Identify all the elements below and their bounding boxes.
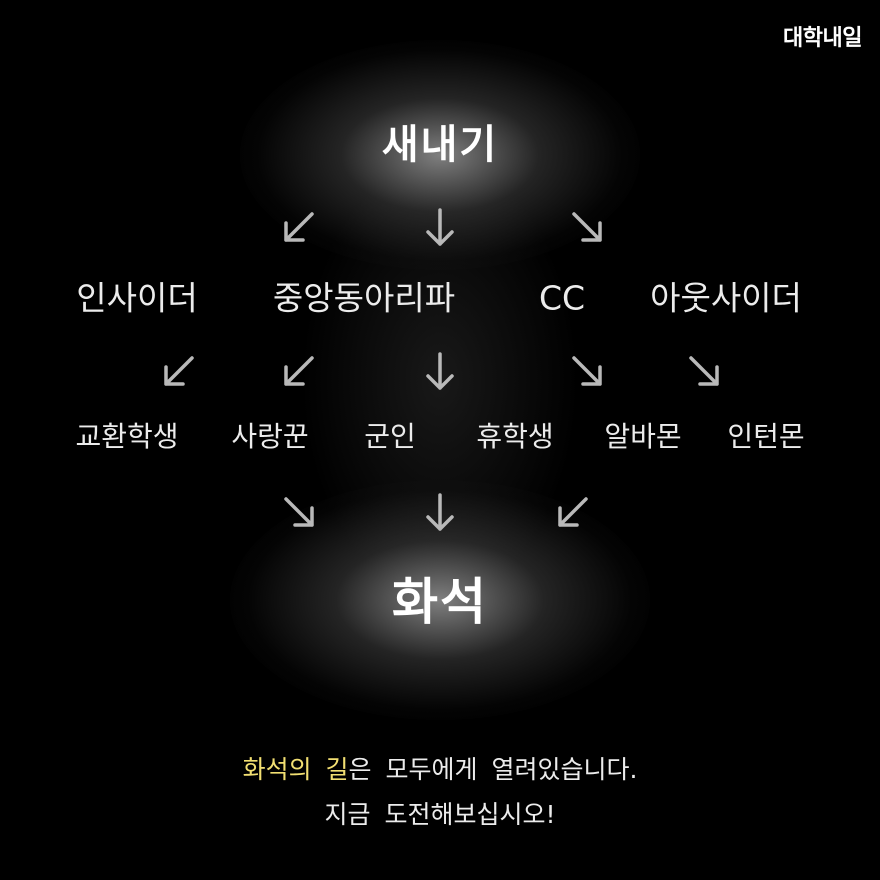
arrow-down-left-icon <box>278 208 318 248</box>
arrow-down-left-icon <box>278 352 318 392</box>
arrow-down-right-icon <box>280 493 320 533</box>
node-lover: 사랑꾼 <box>231 420 309 453</box>
arrow-down-left-icon <box>158 352 198 392</box>
arrow-down-right-icon <box>685 352 725 392</box>
arrow-down-left-icon <box>552 493 592 533</box>
node-cc: CC <box>538 278 586 318</box>
brand-logo: 대학내일 <box>783 26 862 51</box>
node-soldier: 군인 <box>364 420 416 453</box>
node-outsider: 아웃사이더 <box>650 278 802 318</box>
caption-line-1-rest: 은 모두에게 열려있습니다. <box>348 755 638 784</box>
caption-highlight: 화석의 길 <box>242 755 349 784</box>
top-node: 새내기 <box>381 122 499 168</box>
bottom-node: 화석 <box>392 573 488 631</box>
node-intern: 인턴몬 <box>727 420 805 453</box>
arrow-down-right-icon <box>568 208 608 248</box>
node-insider: 인사이더 <box>76 278 198 318</box>
arrow-down-right-icon <box>568 352 608 392</box>
node-exchange-student: 교환학생 <box>75 420 179 453</box>
arrow-down-icon <box>420 493 460 533</box>
node-part-timer: 알바몬 <box>604 420 682 453</box>
caption-line-2: 지금 도전해보십시오! <box>324 800 556 829</box>
node-leave-student: 휴학생 <box>476 420 554 453</box>
caption-line-1: 화석의 길은 모두에게 열려있습니다. <box>0 750 880 786</box>
arrow-down-icon <box>420 352 460 392</box>
node-central-club: 중앙동아리파 <box>272 278 456 318</box>
arrow-down-icon <box>420 208 460 248</box>
